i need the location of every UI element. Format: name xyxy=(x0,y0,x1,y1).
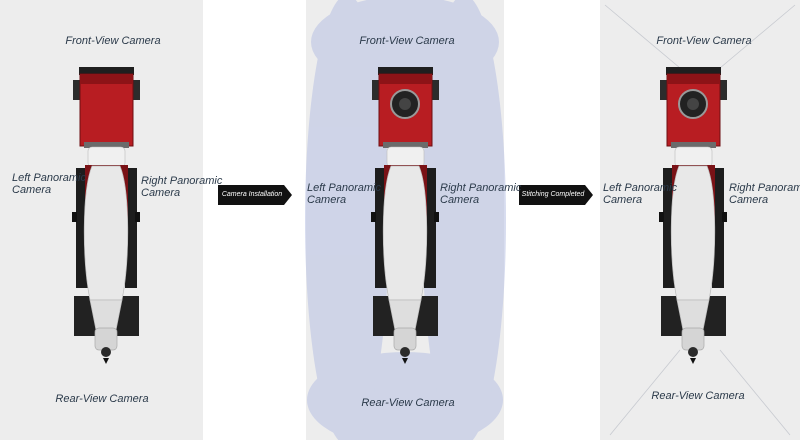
panel-1-right-line-2: Camera xyxy=(141,187,181,199)
panel-2-left-line-2: Camera xyxy=(307,194,347,206)
step-arrow-1: Camera Installation xyxy=(218,185,292,205)
panel-1-front-label: Front-View Camera xyxy=(65,35,161,47)
panel-3-right-line-1: Right Panoramic xyxy=(729,182,800,194)
step-arrow-2: Stitching Completed xyxy=(519,185,593,205)
left-coverage-zone xyxy=(305,0,389,440)
panel-2-right-line-2: Camera xyxy=(440,194,480,206)
panel-1-right-label: Right Panoramic Camera xyxy=(141,175,222,199)
step-label-2: Stitching Completed xyxy=(521,191,585,198)
panel-1-rear-label: Rear-View Camera xyxy=(55,393,149,405)
panel-3-right-label: Right Panoramic Camera xyxy=(729,182,800,206)
arrow-shape-icon xyxy=(218,185,292,205)
panel-3-rear-label: Rear-View Camera xyxy=(651,390,745,402)
panel-2-left-label: Left Panoramic Camera xyxy=(307,182,381,206)
panel-2-right-line-1: Right Panoramic xyxy=(440,182,522,194)
panel-3-right-line-2: Camera xyxy=(729,194,769,206)
step-label-1: Camera Installation xyxy=(221,191,283,198)
panel-1-left-line-2: Camera xyxy=(12,184,52,196)
panel-3-left-line-2: Camera xyxy=(603,194,643,206)
stitch-lines xyxy=(604,4,796,436)
panel-2-front-label: Front-View Camera xyxy=(359,35,455,47)
panel-2-rear-label: Rear-View Camera xyxy=(361,397,455,409)
right-coverage-zone xyxy=(422,0,506,440)
panel-1-left-label: Left Panoramic Camera xyxy=(12,172,86,196)
panel-1-left-line-1: Left Panoramic xyxy=(12,172,86,184)
panel-1-right-line-1: Right Panoramic xyxy=(141,175,223,187)
panel-2-right-label: Right Panoramic Camera xyxy=(440,182,521,206)
panel-2-left-line-1: Left Panoramic xyxy=(307,182,381,194)
panel-3-front-label: Front-View Camera xyxy=(656,35,752,47)
panel-3-left-line-1: Left Panoramic xyxy=(603,182,677,194)
arrow-shape-icon xyxy=(519,185,593,205)
panel-3-left-label: Left Panoramic Camera xyxy=(603,182,677,206)
